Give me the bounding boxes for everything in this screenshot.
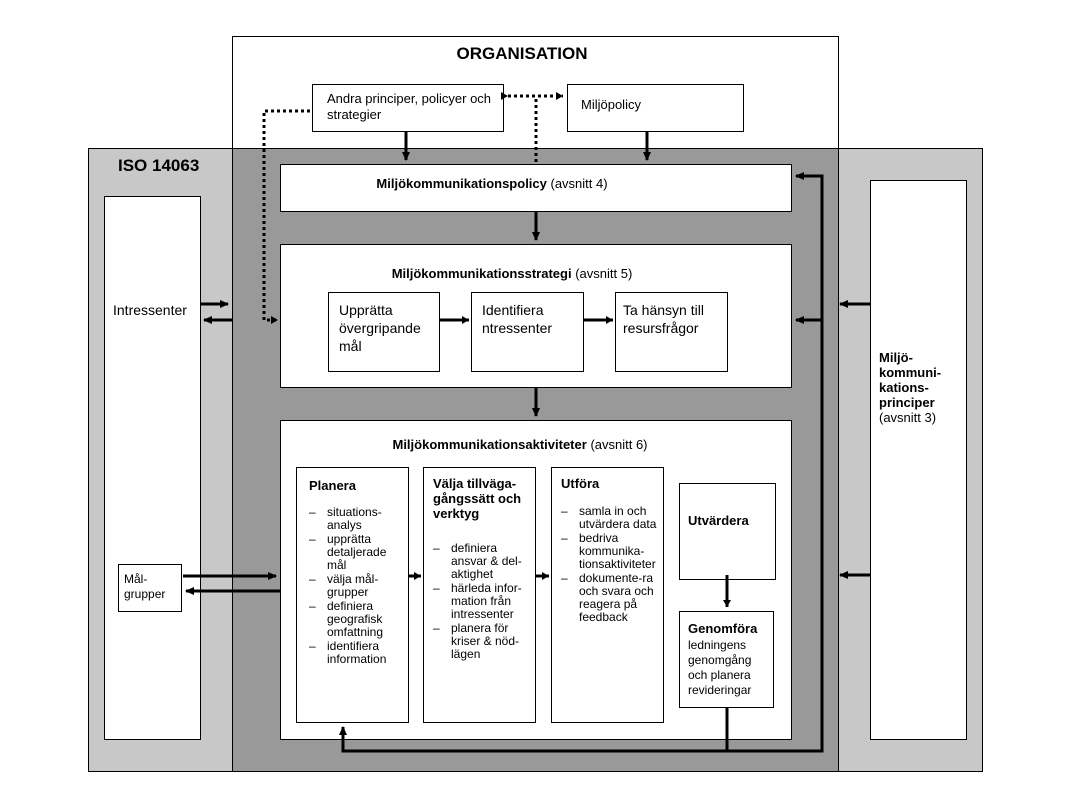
strategy-step-goals: Upprätta övergripande mål	[328, 292, 440, 372]
strategy-heading: Miljökommunikationsstrategi (avsnitt 5)	[280, 266, 744, 282]
principles-panel	[870, 180, 967, 740]
target-groups-label: Mål-grupper	[124, 572, 166, 601]
choose-item: härleda infor-mation från intressenter	[433, 582, 533, 621]
principles-section: (avsnitt 3)	[879, 410, 937, 425]
strategy-step-stakeholders-label: Identifiera ntressenter	[482, 302, 553, 336]
evaluate-title: Utvärdera	[688, 513, 749, 528]
other-principles-box: Andra principer, policyer och strategier	[312, 84, 504, 132]
stakeholders-label: Intressenter	[113, 302, 187, 318]
execute-item: samla in och utvärdera data	[561, 505, 661, 531]
choose-item: planera för kriser & nöd-lägen	[433, 622, 533, 661]
activities-title: Miljökommunikationsaktiviteter	[392, 437, 587, 452]
plan-box: Planera situations-analys upprätta detal…	[296, 467, 409, 723]
dotted-link-principles-strategy	[262, 109, 310, 324]
feedback-loop-to-plan	[339, 726, 727, 753]
implement-box: Genomföra ledningens genomgång och plane…	[679, 611, 774, 708]
principles-text: Miljö-kommuni-kations-principer (avsnitt…	[879, 350, 961, 425]
plan-item: identifiera information	[309, 640, 405, 666]
principles-title: Miljö-kommuni-kations-principer	[879, 350, 942, 410]
implement-title: Genomföra	[688, 621, 758, 636]
plan-item: välja mål-grupper	[309, 573, 405, 599]
activities-section: (avsnitt 6)	[590, 437, 648, 452]
strategy-step-resources: Ta hänsyn till resursfrågor	[615, 292, 728, 372]
feedback-loop-to-policy	[725, 172, 824, 753]
organisation-title: ORGANISATION	[456, 44, 588, 63]
activities-heading: Miljökommunikationsaktiviteter (avsnitt …	[280, 437, 760, 453]
policy-heading: Miljökommunikationspolicy (avsnitt 4)	[280, 176, 704, 192]
policy-title: Miljökommunikationspolicy	[376, 176, 547, 191]
choose-list: definiera ansvar & del-aktighet härleda …	[433, 542, 533, 662]
execute-title: Utföra	[561, 476, 600, 491]
implement-text: ledningens genomgång och planera revider…	[688, 638, 752, 697]
stakeholders-panel	[104, 196, 201, 740]
plan-item: situations-analys	[309, 506, 405, 532]
strategy-step-goals-label: Upprätta övergripande mål	[339, 302, 421, 354]
execute-list: samla in och utvärdera data bedriva komm…	[561, 505, 661, 625]
choose-box: Välja tillväga-gångssätt och verktyg def…	[423, 467, 536, 723]
iso-title: ISO 14063	[118, 156, 200, 175]
choose-item: definiera ansvar & del-aktighet	[433, 542, 533, 581]
other-principles-label: Andra principer, policyer och strategier	[327, 91, 492, 122]
plan-item: definiera geografisk omfattning	[309, 600, 405, 639]
execute-item: bedriva kommunika-tionsaktiviteter	[561, 532, 661, 571]
policy-box	[280, 164, 792, 212]
execute-box: Utföra samla in och utvärdera data bedri…	[551, 467, 664, 723]
strategy-title: Miljökommunikationsstrategi	[391, 266, 572, 281]
env-policy-box: Miljöpolicy	[567, 84, 744, 132]
plan-list: situations-analys upprätta detaljerade m…	[309, 506, 405, 667]
choose-title: Välja tillväga-gångssätt och verktyg	[433, 476, 522, 521]
plan-item: upprätta detaljerade mål	[309, 533, 405, 572]
env-policy-label: Miljöpolicy	[581, 97, 641, 112]
strategy-step-resources-label: Ta hänsyn till resursfrågor	[623, 302, 704, 336]
evaluate-box: Utvärdera	[679, 483, 776, 580]
policy-section: (avsnitt 4)	[550, 176, 608, 191]
strategy-section: (avsnitt 5)	[575, 266, 633, 281]
plan-title: Planera	[309, 478, 356, 493]
target-groups-box: Mål-grupper	[118, 564, 182, 612]
strategy-step-stakeholders: Identifiera ntressenter	[471, 292, 584, 372]
execute-item: dokumente-ra och svara och reagera på fe…	[561, 572, 661, 624]
